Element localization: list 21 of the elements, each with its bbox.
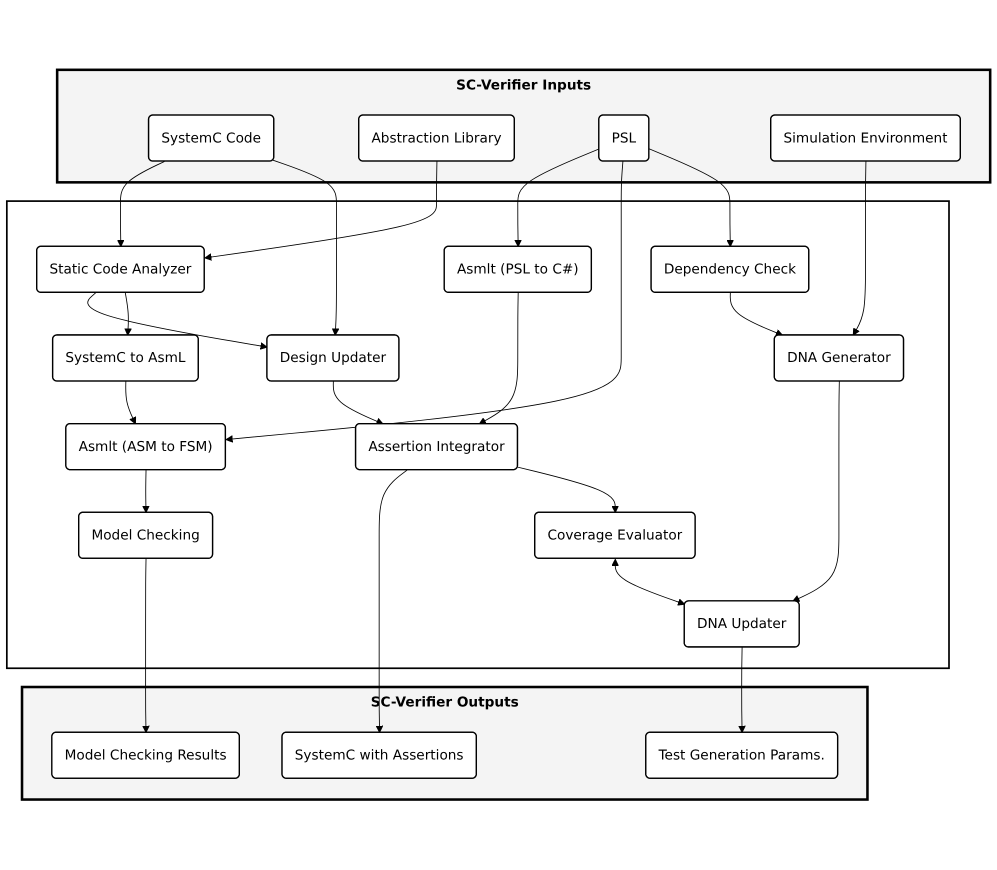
arrow (142, 470, 150, 514)
cluster (6, 200, 950, 670)
arrow (517, 467, 619, 514)
arrow (376, 470, 408, 734)
arrow (514, 148, 600, 248)
arrow (648, 148, 734, 248)
arrow (478, 292, 519, 425)
arrow (142, 558, 150, 734)
arrow (738, 647, 746, 734)
arrow (730, 292, 784, 337)
arrow (611, 559, 686, 606)
arrow (124, 292, 132, 336)
arrow (852, 161, 866, 336)
arrow (272, 160, 340, 336)
arrow (116, 161, 165, 248)
arrow (792, 381, 840, 602)
arrow (332, 381, 384, 426)
arrow (125, 381, 136, 425)
arrow (204, 161, 438, 262)
arrow (87, 292, 268, 350)
arrow (225, 161, 624, 443)
